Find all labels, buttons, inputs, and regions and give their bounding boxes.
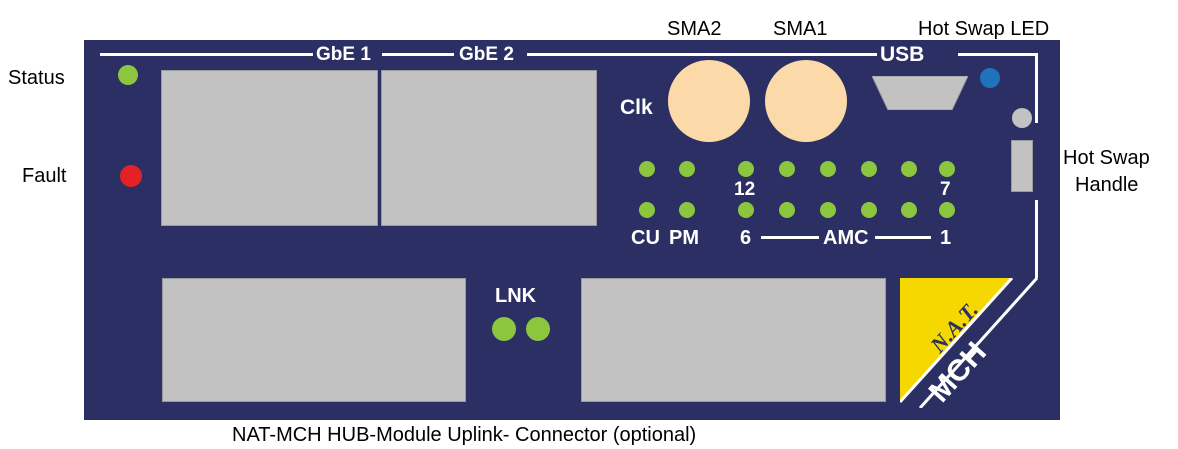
lnk-led-2: [526, 317, 550, 341]
sma1-connector: [765, 60, 847, 142]
fault-led: [120, 165, 142, 187]
pm-led-top: [679, 161, 695, 177]
amc-number-6: 6: [740, 227, 752, 249]
sma2-label: SMA2: [667, 18, 722, 40]
uplink-port-left: [162, 278, 466, 402]
amc-led-10: [820, 161, 836, 177]
sma2-connector: [668, 60, 750, 142]
amc-led-2: [901, 202, 917, 218]
amc-led-7: [939, 161, 955, 177]
lnk-led-1: [492, 317, 516, 341]
caption: NAT-MCH HUB-Module Uplink- Connector (op…: [232, 424, 697, 446]
gbe1-port: [161, 70, 378, 226]
hot-swap-handle-label-line2: Handle: [1075, 174, 1139, 196]
sma1-label: SMA1: [773, 18, 828, 40]
status-label: Status: [8, 67, 65, 89]
amc-rule-right: [875, 236, 931, 239]
top-rule-mid1: [382, 53, 454, 56]
mch-front-panel: GbE 1 GbE 2 USB Clk 12 7 CU PM 6 AMC: [84, 40, 1060, 420]
hot-swap-handle-label-line1: Hot Swap: [1063, 147, 1150, 169]
fault-label: Fault: [22, 165, 67, 187]
top-rule-mid2: [527, 53, 877, 56]
hot-swap-led: [980, 68, 1000, 88]
gbe1-label: GbE 1: [316, 44, 371, 65]
amc-label: AMC: [823, 227, 869, 249]
top-rule-right: [958, 53, 1038, 56]
usb-label: USB: [880, 43, 925, 66]
right-rule-lower: [1035, 200, 1038, 278]
uplink-port-right: [581, 278, 886, 402]
amc-led-3: [861, 202, 877, 218]
amc-rule-left: [761, 236, 819, 239]
amc-led-6: [738, 202, 754, 218]
amc-led-1: [939, 202, 955, 218]
amc-led-11: [779, 161, 795, 177]
amc-led-5: [779, 202, 795, 218]
pm-led-bottom: [679, 202, 695, 218]
cu-led-bottom: [639, 202, 655, 218]
usb-connector: [872, 76, 968, 110]
nat-logo: N.A.T. MCH: [900, 278, 1038, 408]
right-rule-upper: [1035, 53, 1038, 123]
gbe2-port: [381, 70, 597, 226]
amc-led-4: [820, 202, 836, 218]
lnk-label: LNK: [495, 285, 537, 307]
hot-swap-handle[interactable]: [1011, 140, 1033, 192]
gbe2-label: GbE 2: [459, 44, 514, 65]
pm-label: PM: [669, 227, 699, 249]
amc-number-12: 12: [734, 179, 756, 200]
cu-label: CU: [631, 227, 660, 249]
amc-led-8: [901, 161, 917, 177]
clk-label: Clk: [620, 96, 653, 119]
amc-number-1: 1: [940, 227, 952, 249]
top-rule-left: [100, 53, 313, 56]
amc-led-9: [861, 161, 877, 177]
hot-swap-led-label: Hot Swap LED: [918, 18, 1050, 40]
cu-led-top: [639, 161, 655, 177]
hot-swap-indicator: [1012, 108, 1032, 128]
amc-number-7: 7: [940, 179, 951, 200]
amc-led-12: [738, 161, 754, 177]
status-led: [118, 65, 138, 85]
